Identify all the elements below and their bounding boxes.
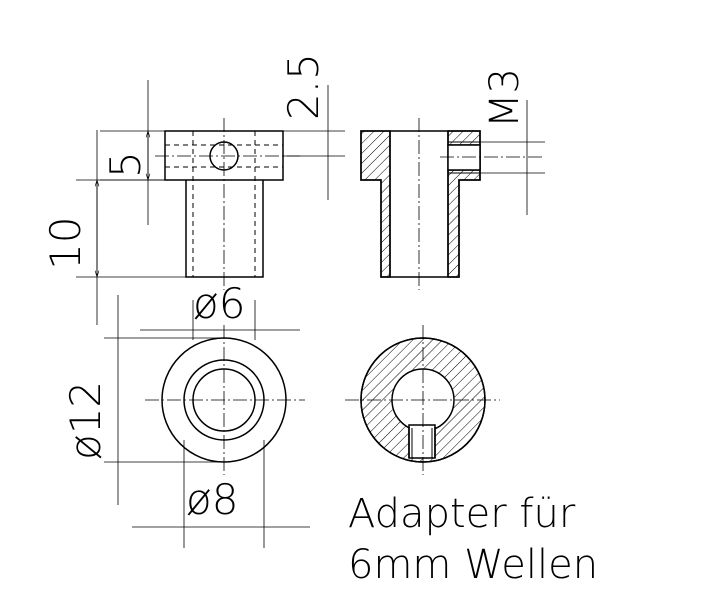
dim-diameter-6: ø6 — [193, 279, 245, 328]
section-view — [360, 118, 545, 290]
top-view — [145, 325, 305, 475]
section-left-wall — [360, 130, 391, 278]
dim-diameter-12: ø12 — [61, 381, 110, 460]
section-top-view — [345, 325, 500, 475]
dim-diameter-8: ø8 — [186, 475, 238, 524]
title-line-1: Adapter für — [348, 491, 576, 537]
title-line-2: 6mm Wellen — [348, 542, 598, 588]
dim-m3: M3 — [482, 68, 528, 128]
dim-2-5: 2.5 — [279, 53, 328, 120]
dimension-lines — [76, 80, 545, 548]
front-view — [155, 118, 300, 290]
front-shaft — [185, 180, 264, 278]
dim-5: 5 — [101, 151, 150, 178]
section-top-slot — [408, 424, 436, 459]
section-thread-hole — [447, 144, 481, 171]
dim-10: 10 — [41, 217, 90, 270]
